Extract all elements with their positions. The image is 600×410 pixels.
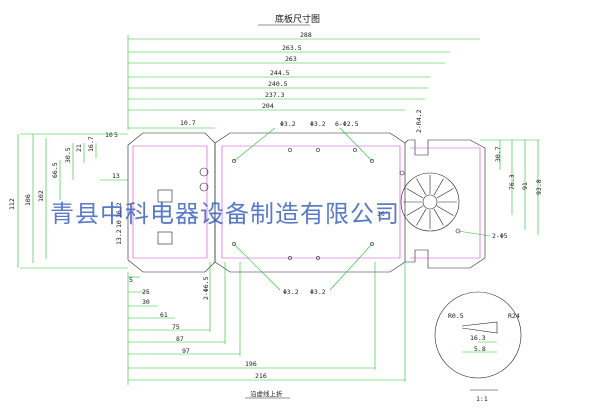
dim-13-2: 13.2	[115, 229, 123, 245]
dim-30: 30	[142, 298, 150, 306]
dim-21: 21	[75, 144, 83, 152]
label-phi3-2-bottom2: Φ3.2	[310, 288, 326, 296]
detail-r24: R24	[508, 312, 520, 320]
detail-r0-5: R0.5	[448, 312, 464, 320]
fan-spoke	[436, 205, 454, 216]
fan-grille	[399, 170, 461, 234]
dim-102: 102	[37, 190, 45, 202]
dim-10: 10	[105, 131, 113, 139]
dim-87: 87	[176, 335, 184, 343]
dim-16-2: 16.2	[115, 202, 123, 218]
fan-spoke	[436, 188, 454, 199]
dim-10-inner: 10	[115, 220, 123, 228]
fan-spoke	[406, 205, 424, 216]
company-watermark: 青县中科电器设备制造有限公司	[50, 200, 400, 228]
bottom-dimensions: 5 25 30 61 75 87 97 196 216	[127, 262, 406, 385]
dim-10-7: 10.7	[180, 119, 196, 127]
dim-5-bottom: 5	[129, 276, 133, 284]
dim-61: 61	[160, 311, 168, 319]
fan-spoke	[416, 178, 427, 196]
center-holes	[232, 127, 374, 291]
dim-25: 25	[142, 288, 150, 296]
label-2-phi6-5: 2-Φ6.5	[202, 276, 210, 300]
fan-spoke	[406, 188, 424, 199]
dim-30-5: 30.5	[64, 147, 72, 163]
dim-240-5: 240.5	[268, 80, 288, 88]
dim-93-8: 93.8	[535, 179, 543, 195]
scale-label: 1:1	[476, 395, 488, 403]
detail-5-8: 5.8	[474, 345, 486, 353]
label-2-r4-2: 2-R4.2	[415, 109, 423, 133]
dim-75: 75	[172, 323, 180, 331]
dim-112: 112	[8, 198, 16, 210]
slot-bottom	[157, 231, 173, 245]
dim-76-3: 76.3	[508, 174, 516, 190]
dim-66-5: 66.5	[51, 162, 59, 178]
label-phi3-2-top1: Φ3.2	[280, 120, 296, 128]
label-6-phi2-5: 6-Φ2.5	[335, 120, 359, 128]
label-angle-30: 30°	[377, 210, 389, 218]
plate-outline	[127, 132, 486, 273]
hole-left-2	[199, 182, 209, 192]
label-phi3-2-top2: Φ3.2	[310, 120, 326, 128]
dim-288: 288	[300, 31, 312, 39]
fan-spoke	[416, 208, 427, 226]
dim-30-7: 30.7	[494, 146, 502, 162]
label-2-phi5: 2-Φ5	[492, 232, 508, 240]
hole-left-1	[199, 167, 209, 177]
right-dimensions: 30.7 76.3 91 93.8 2-R4.2	[415, 109, 543, 235]
fan-spoke	[433, 178, 444, 196]
dim-16-7: 16.7	[87, 136, 95, 152]
dim-97: 97	[182, 347, 190, 355]
detail-view	[434, 291, 522, 379]
label-phi3-2-bottom1: Φ3.2	[283, 288, 299, 296]
top-dimensions: 288 263.5 263 244.5 240.5 237.3 204 10.7	[127, 31, 480, 130]
dim-106: 106	[24, 194, 32, 206]
dim-244-5: 244.5	[270, 69, 290, 77]
left-dimensions: 112 106 102 66.5 30.5 21 16.7 13	[8, 133, 128, 269]
dim-196: 196	[245, 360, 257, 368]
fan-spoke	[433, 208, 444, 226]
dim-263-5: 263.5	[282, 44, 302, 52]
slot-top	[157, 189, 173, 203]
fold-note: 沿虚线上折	[250, 389, 283, 398]
dim-204: 204	[262, 102, 274, 110]
dim-237-3: 237.3	[265, 91, 285, 99]
dim-263: 263	[285, 55, 297, 63]
dim-13: 13	[112, 172, 120, 180]
dim-91: 91	[521, 182, 529, 190]
dim-5: 5	[114, 131, 118, 139]
detail-16-3: 16.3	[470, 334, 486, 342]
dim-216: 216	[255, 372, 267, 380]
drawing-title: 底板尺寸图	[275, 13, 320, 25]
